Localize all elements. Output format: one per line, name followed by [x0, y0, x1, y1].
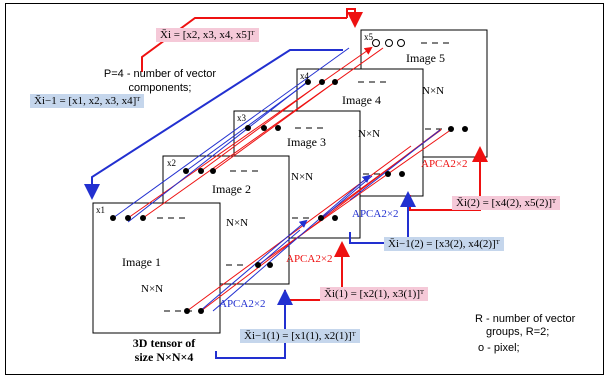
vector-xim1-1: X̄i−1(1) = [x1(1), x2(1)]ᵀ [240, 329, 360, 343]
corner-x1: x1 [96, 205, 105, 215]
figure-frame [5, 3, 604, 375]
corner-x2: x2 [167, 158, 176, 168]
vector-xim1: X̄i−1 = [x1, x2, x3, x4]ᵀ [30, 94, 145, 108]
image-4-size: N×N [358, 128, 381, 140]
p-note: P=4 - number of vector components; [103, 68, 217, 94]
pixel-dots [110, 79, 468, 314]
corner-x3: x3 [237, 113, 246, 123]
image-3-size: N×N [291, 171, 314, 183]
image-5-label: Image 5 [406, 51, 445, 65]
apca-red-top: APCA2×2 [421, 158, 468, 170]
image-2-size: N×N [226, 217, 249, 229]
image-4-label: Image 4 [342, 93, 381, 107]
red-links [127, 46, 453, 312]
image-5-size: N×N [422, 85, 445, 97]
row-dashes [157, 42, 449, 312]
image-3-label: Image 3 [287, 135, 326, 149]
vector-xi-2: X̄i(2) = [x4(2), x5(2)]ᵀ [452, 196, 560, 210]
vector-xi: X̄i = [x2, x3, x4, x5]ᵀ [156, 28, 259, 42]
corner-x5: x5 [364, 32, 373, 42]
tensor-caption: 3D tensor of size N×N×4 [132, 336, 196, 365]
apca-brackets [215, 146, 488, 359]
vector-xi-1: X̄i(1) = [x2(1), x3(1)]ᵀ [320, 287, 428, 301]
pixel-circles [372, 39, 405, 47]
blue-bracket-top [84, 49, 343, 200]
image-1-label: Image 1 [122, 255, 161, 269]
apca-blue-bottom: APCA2×2 [219, 298, 266, 310]
corner-x4: x4 [300, 71, 309, 81]
apca-blue-top: APCA2×2 [352, 208, 399, 220]
vector-xim1-2: X̄i−1(2) = [x3(2), x4(2)]ᵀ [384, 237, 504, 251]
image-2-label: Image 2 [212, 182, 251, 196]
apca-red-mid: APCA2×2 [286, 253, 333, 265]
legend-r: R - number of vector groups, R=2; [475, 313, 576, 339]
image-1-size: N×N [141, 283, 164, 295]
legend-pixel: o - pixel; [478, 342, 520, 354]
